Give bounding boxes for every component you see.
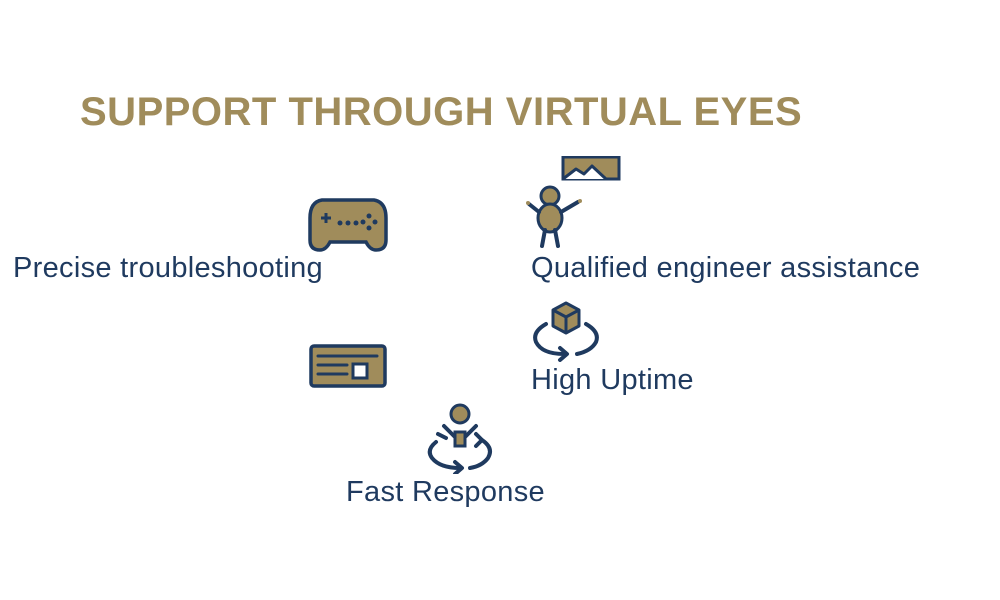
gamepad-icon [308,196,388,252]
label-precise-troubleshooting: Precise troubleshooting [13,252,323,284]
label-qualified-engineer-assistance: Qualified engineer assistance [531,252,921,284]
page-title: SUPPORT THROUGH VIRTUAL EYES [80,90,803,134]
id-card-icon [309,344,387,388]
cube-cycle-icon [530,300,602,362]
label-high-uptime: High Uptime [531,364,694,396]
engineer-presenting-icon [524,156,624,250]
person-cycle-icon [424,402,496,474]
label-fast-response: Fast Response [346,476,545,508]
